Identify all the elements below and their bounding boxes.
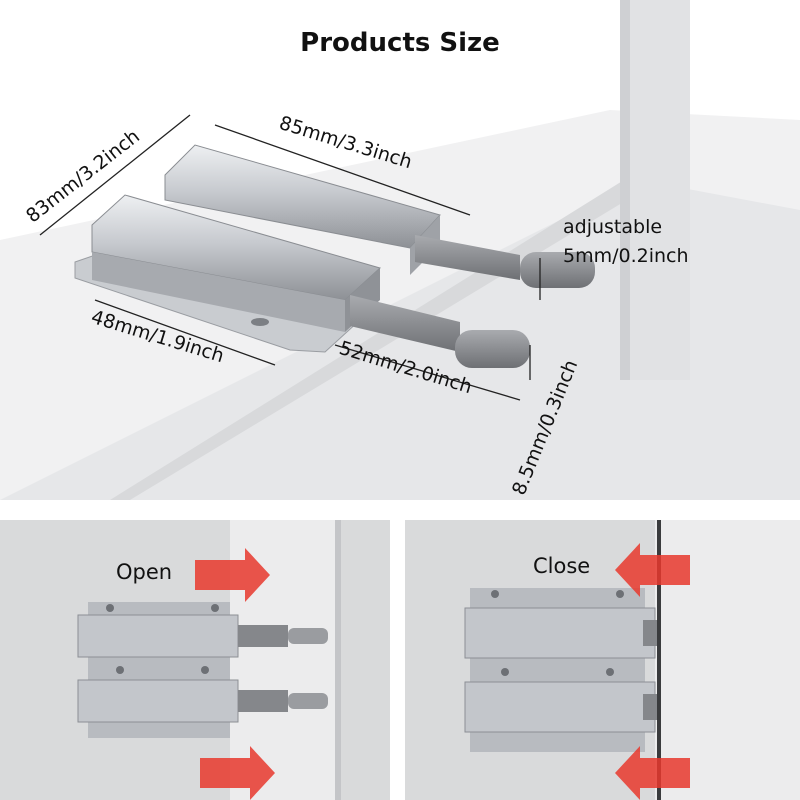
plunger-bottom	[643, 694, 657, 720]
plunger-back	[415, 235, 520, 280]
dimension-lines	[39, 114, 541, 401]
arrow-right-top	[195, 548, 270, 602]
product-illustration	[0, 0, 800, 500]
latch-body-top	[464, 607, 656, 659]
door-panel	[620, 0, 690, 380]
plunger-top	[288, 628, 328, 644]
close-label: Close	[533, 554, 591, 578]
latch-body-bottom	[77, 679, 239, 723]
plunger-bottom	[288, 693, 328, 709]
product-size-panel: Products Size 83mm/3.2inch 85mm/3.3inch …	[0, 0, 800, 500]
plunger-tip-front	[455, 330, 530, 368]
arrow-left-top	[615, 543, 690, 597]
page-title: Products Size	[300, 28, 500, 58]
latch-body-top	[77, 614, 239, 658]
open-illustration	[77, 520, 341, 800]
arrow-right-bottom	[200, 746, 275, 800]
cabinet-shadow	[0, 180, 800, 500]
arrow-left-bottom	[615, 746, 690, 800]
latch-body-bottom	[464, 681, 656, 733]
adjustable-label: adjustable	[563, 216, 663, 238]
plunger-tip-back	[520, 252, 595, 288]
close-state-panel: Close	[405, 520, 800, 800]
open-state-panel: Open	[0, 520, 390, 800]
screw-hole	[251, 318, 269, 326]
adjustable-value-label: 5mm/0.2inch	[563, 245, 689, 267]
plunger-front	[350, 295, 460, 352]
open-label: Open	[116, 560, 173, 584]
close-illustration	[464, 520, 800, 800]
plunger-top	[643, 620, 657, 646]
